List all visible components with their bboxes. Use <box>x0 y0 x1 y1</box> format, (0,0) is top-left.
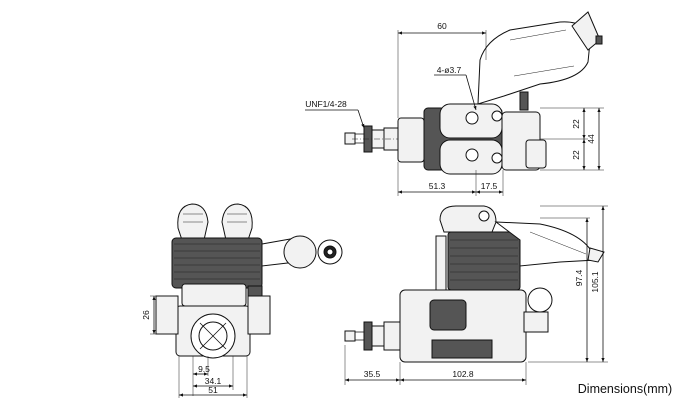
front-mount-height-label: 26 <box>141 310 151 320</box>
front-right-mount-lug <box>247 295 271 335</box>
front-cooling-fins <box>174 243 260 280</box>
top-total-height-label: 44 <box>586 134 596 144</box>
top-half-height-upper-label: 22 <box>571 119 581 129</box>
side-cylinder-block <box>447 231 521 291</box>
front-dimensions <box>150 295 248 398</box>
front-cylinder-block <box>171 237 263 289</box>
top-crankcase <box>397 117 425 163</box>
front-mid-width-label: 34.1 <box>205 376 222 386</box>
side-carburetor <box>527 287 553 313</box>
front-inner-width-label: 9.5 <box>198 364 210 374</box>
side-muffler <box>494 221 605 267</box>
side-dimensions <box>344 205 608 385</box>
top-left-length-label: 51.3 <box>429 181 446 191</box>
side-prop-length-label: 35.5 <box>364 369 381 379</box>
top-view: 60 4-ø3.7 UNF1/4-28 22 22 44 51.3 17.5 <box>305 11 604 196</box>
top-thread-label: UNF1/4-28 <box>305 99 347 109</box>
units-caption: Dimensions(mm) <box>578 382 672 396</box>
top-upper-bolt <box>491 110 503 122</box>
top-overall-width-label: 60 <box>437 21 447 31</box>
side-body-length-label: 102.8 <box>452 369 474 379</box>
side-height-small-label: 97.4 <box>574 269 584 286</box>
front-carburetor <box>181 283 247 307</box>
top-upper-rocker-cap <box>465 111 479 125</box>
top-lower-rocker-cap <box>465 148 479 162</box>
top-half-height-lower-label: 22 <box>571 150 581 160</box>
front-left-mount-lug <box>155 295 179 335</box>
side-prop-shaft <box>344 321 401 351</box>
top-lower-bolt <box>491 152 503 164</box>
side-height-total-label: 105.1 <box>590 271 600 293</box>
top-bolt-holes-label: 4-ø3.7 <box>437 65 462 75</box>
top-dimensions <box>305 30 604 196</box>
top-prop-shaft <box>344 125 410 153</box>
top-muffler <box>477 11 603 105</box>
front-view: 26 9.5 34.1 51 <box>141 203 343 398</box>
side-view: 97.4 105.1 35.5 102.8 <box>344 205 608 385</box>
front-muffler-body <box>283 235 317 269</box>
front-total-width-label: 51 <box>208 385 218 395</box>
side-cooling-fins <box>450 239 518 281</box>
top-right-length-label: 17.5 <box>481 181 498 191</box>
